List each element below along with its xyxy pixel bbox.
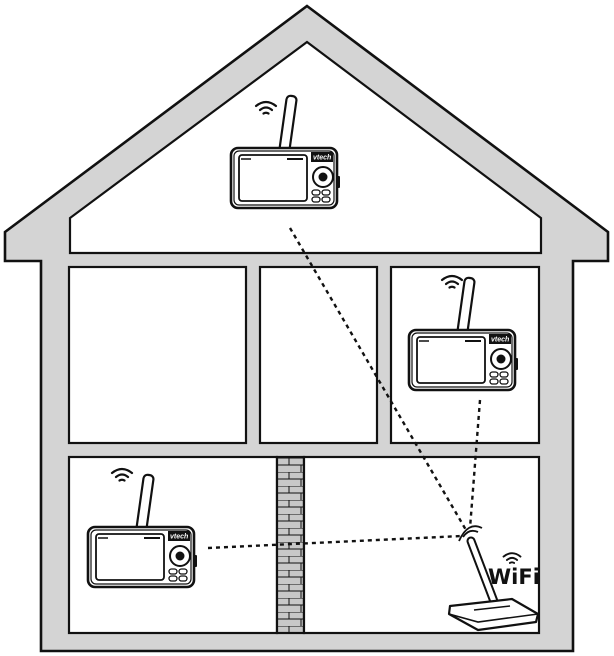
connection-line-attic: [288, 227, 468, 531]
wifi-label: WiFi: [488, 552, 540, 589]
wifi-router-icon: [447, 525, 540, 632]
connection-line-middle-right: [468, 399, 482, 529]
wifi-label-text: WiFi: [488, 565, 540, 589]
connection-lines: [207, 227, 482, 550]
middle-left-room: [67, 265, 248, 445]
connection-line-ground-left: [207, 534, 463, 550]
middle-center-room: [258, 265, 379, 445]
